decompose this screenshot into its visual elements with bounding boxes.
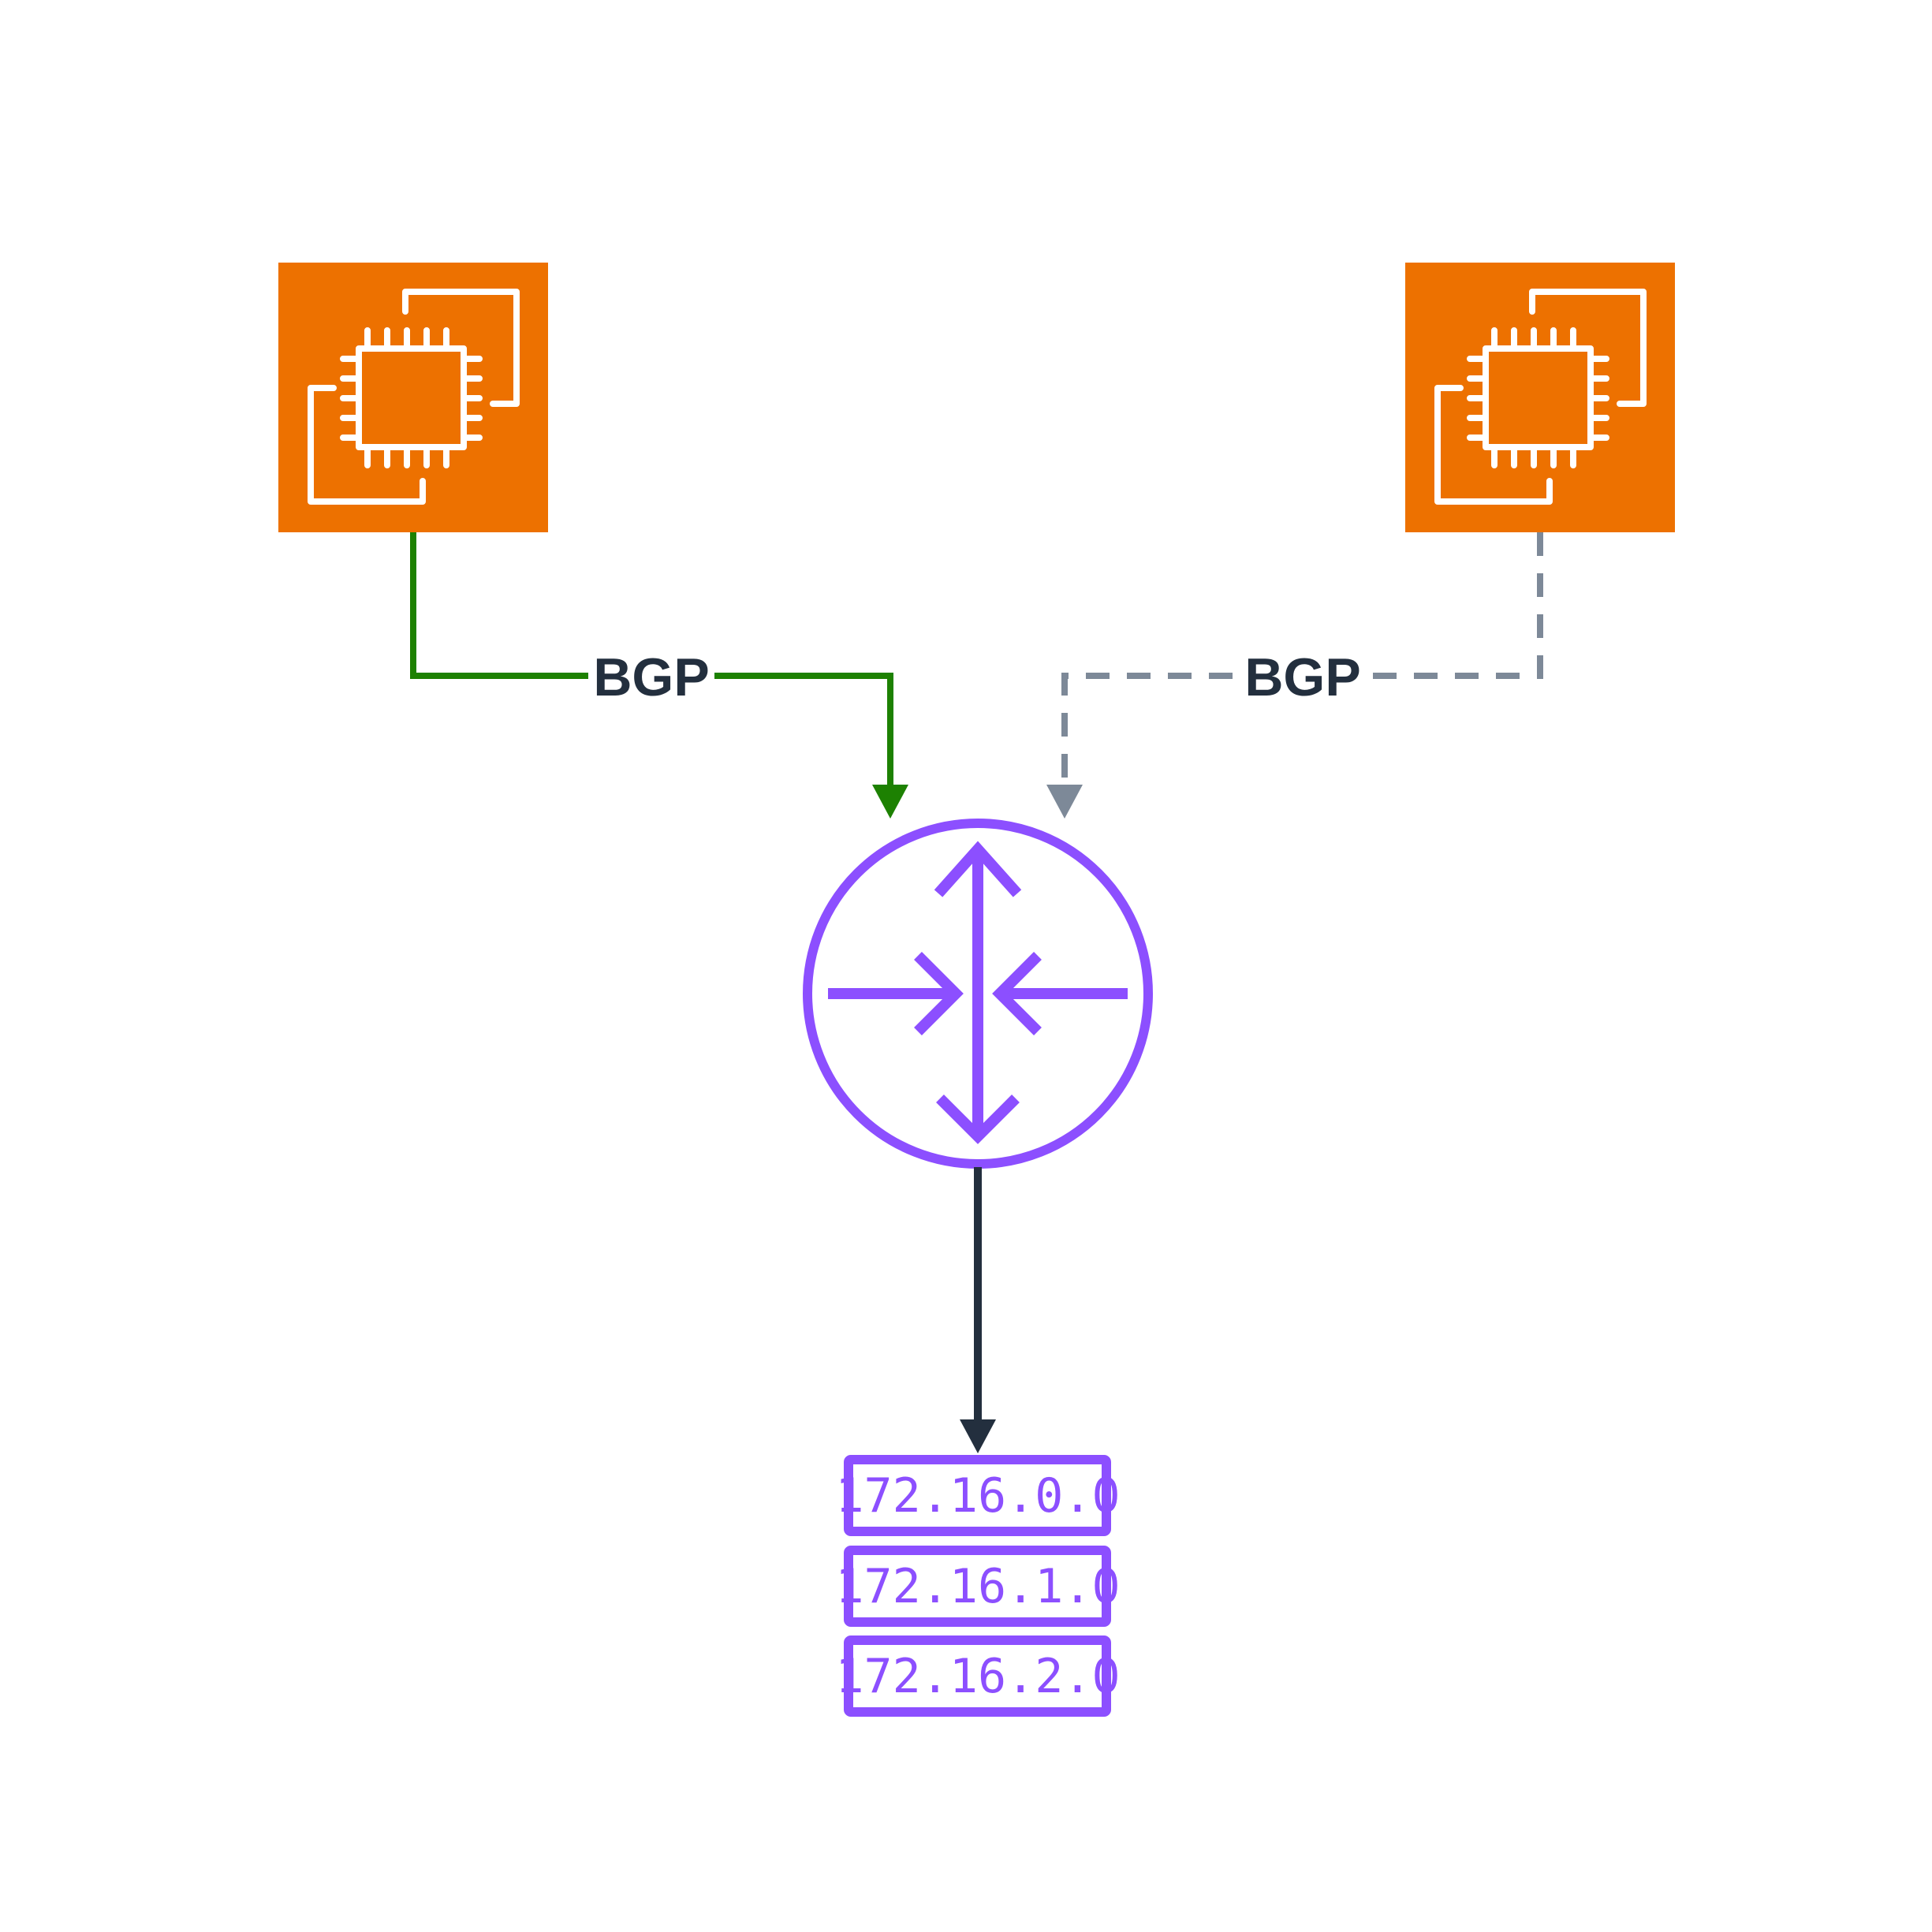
ec2-instance-icon [1434, 289, 1647, 505]
router-icon [828, 841, 1128, 1144]
route-entry: 172.16.0.0 [835, 1468, 1120, 1524]
ec2-instance-right[interactable] [1405, 263, 1675, 532]
bgp-link-right[interactable]: BGP [1046, 532, 1543, 819]
route-entry: 172.16.1.0 [835, 1559, 1120, 1614]
route-table-icon [844, 1455, 1111, 1717]
bgp-label-left: BGP [593, 647, 709, 707]
router-to-route-table-link[interactable] [960, 1167, 996, 1453]
ec2-instance-icon [308, 289, 520, 505]
bgp-link-left[interactable]: BGP [410, 532, 908, 819]
ec2-instance-left[interactable] [278, 263, 548, 532]
route-table: 172.16.0.0 172.16.1.0 172.16.2.0 [835, 1455, 1121, 1717]
bgp-label-right: BGP [1244, 647, 1360, 707]
router[interactable] [803, 819, 1153, 1169]
route-entry: 172.16.2.0 [835, 1649, 1120, 1704]
